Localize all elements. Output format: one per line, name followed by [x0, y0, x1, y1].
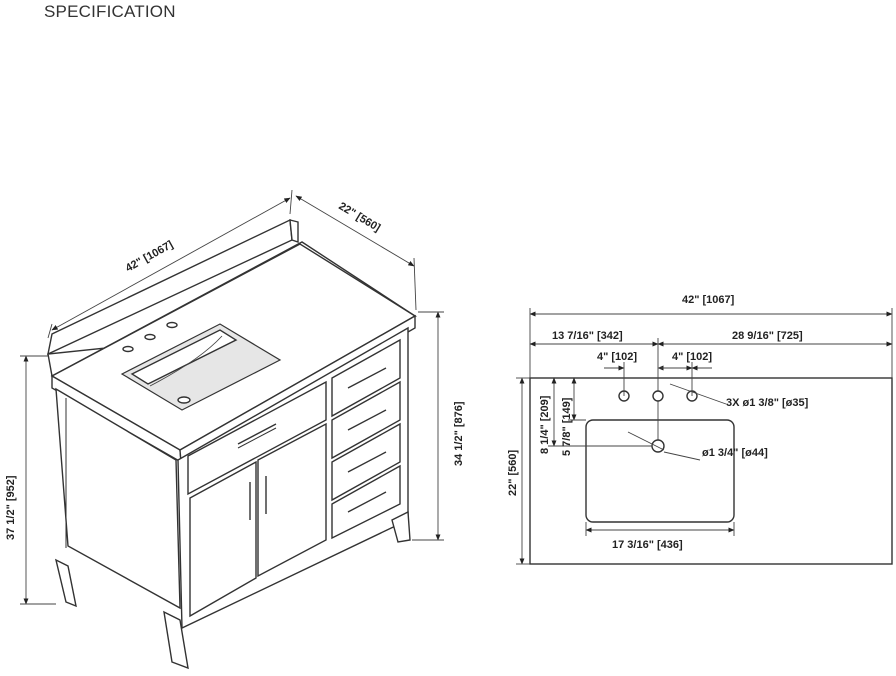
leg-front-left — [163, 610, 189, 670]
leg-front-right — [391, 510, 411, 543]
spread-right-label: 4" [102] — [672, 351, 712, 363]
top-drawer-handle — [237, 423, 277, 445]
depth-dimension-line — [295, 195, 415, 267]
sink-curve — [149, 335, 223, 387]
drain-callout-line — [663, 451, 701, 461]
cabinet-side-panel — [55, 387, 181, 610]
left-door — [189, 460, 257, 618]
back-to-sink-label: 5 7/8" [149] — [561, 397, 573, 456]
faucet-hole-center — [144, 333, 156, 341]
sink-basin — [120, 323, 282, 411]
top-width-label: 42" [1067] — [682, 294, 735, 306]
sink-inner-wall — [130, 329, 238, 385]
depth-dimension-label: 22" [560] — [336, 200, 382, 234]
back-to-drain-label: 8 1/4" [209] — [539, 395, 551, 454]
width-dimension-line — [51, 197, 291, 331]
vanity-top-view: 42" [1067] 13 7/16" [342] 28 9/16" [725]… — [507, 294, 893, 565]
top-view-sink — [585, 419, 735, 523]
leg-back-left — [54, 558, 77, 608]
drawer-1-handle — [347, 367, 387, 389]
right-door — [257, 422, 327, 578]
top-view-outline — [529, 377, 893, 565]
left-offset-label: 13 7/16" [342] — [552, 330, 623, 342]
vanity-isometric: 42" [1067] 22" [560] 37 1/2" [952] 34 1/… — [5, 189, 465, 670]
sink-width-label: 17 3/16" [436] — [612, 539, 683, 551]
top-drain — [651, 439, 665, 453]
page-title: SPECIFICATION — [44, 2, 176, 21]
total-height-label: 37 1/2" [952] — [5, 475, 17, 540]
width-dimension-label: 42" [1067] — [124, 239, 176, 275]
counter-height-label: 34 1/2" [876] — [453, 401, 465, 466]
spread-left-label: 4" [102] — [597, 351, 637, 363]
backsplash-side — [289, 219, 299, 243]
faucet-holes-label: 3X ø1 3/8" [ø35] — [726, 397, 809, 409]
top-faucet-hole-center — [652, 390, 664, 402]
top-depth-label: 22" [560] — [507, 449, 519, 496]
drawer-2-handle — [347, 409, 387, 431]
right-offset-label: 28 9/16" [725] — [732, 330, 803, 342]
faucet-hole-right — [166, 321, 178, 329]
sink-drain — [177, 396, 191, 404]
drawer-3-handle — [347, 451, 387, 473]
faucet-callout-line — [669, 383, 727, 405]
drawer-4-handle — [347, 491, 387, 513]
drain-label: ø1 3/4" [ø44] — [702, 447, 768, 459]
faucet-hole-left — [122, 345, 134, 353]
